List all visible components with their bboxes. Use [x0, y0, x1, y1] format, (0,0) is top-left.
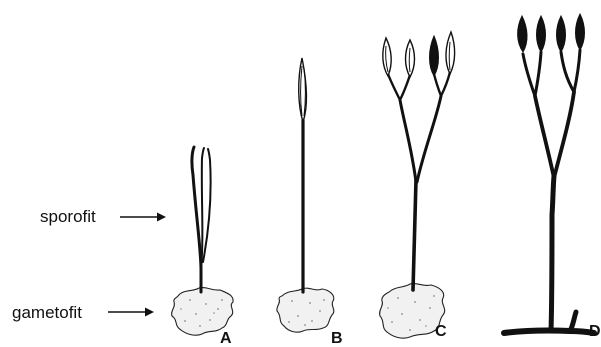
label-sporophyte-text: sporofit	[40, 207, 96, 226]
stage-b: B	[277, 58, 343, 347]
sporophyte-stalk-c	[413, 180, 416, 290]
stage-c: C	[380, 32, 455, 340]
stage-letter-d: D	[589, 323, 601, 340]
capsule-c-1	[383, 38, 391, 76]
capsule-d-1	[518, 16, 527, 52]
capsule-c-4	[446, 32, 455, 74]
branch-c-left	[400, 100, 416, 182]
label-gametophyte: gametofit	[12, 303, 154, 322]
arrowhead-sporophyte	[157, 213, 166, 222]
sporophyte-shoot-a-2	[203, 149, 211, 262]
branch-c-ll	[388, 74, 400, 100]
branch-c-lr	[400, 75, 410, 100]
branch-c-rl	[434, 74, 441, 96]
sporophyte-stalk-d	[551, 176, 554, 331]
capsule-d-3	[557, 16, 566, 52]
branch-d-rl	[561, 52, 574, 92]
branch-d-rr	[574, 50, 580, 92]
sporophyte-shoot-a-1	[201, 148, 204, 270]
capsule-d-2	[537, 16, 546, 52]
branch-d-left	[535, 96, 554, 178]
branch-d-right	[554, 92, 574, 178]
branch-d-ll	[523, 54, 535, 96]
arrowhead-gametophyte	[145, 308, 154, 317]
stage-d: D	[504, 14, 601, 340]
stage-a: A	[172, 147, 234, 347]
sporophyte-stalk-a	[192, 147, 201, 292]
label-sporophyte: sporofit	[40, 207, 166, 226]
capsule-c-3	[430, 36, 439, 76]
stage-letter-a: A	[220, 330, 232, 347]
branch-c-rr	[441, 72, 450, 96]
stage-letter-b: B	[331, 330, 343, 347]
stage-letter-c: C	[435, 323, 447, 340]
capsule-d-4	[576, 14, 585, 50]
branch-d-lr	[535, 52, 541, 96]
label-gametophyte-text: gametofit	[12, 303, 82, 322]
branch-c-right	[417, 96, 441, 182]
gametophyte-thallus-a	[172, 288, 234, 336]
